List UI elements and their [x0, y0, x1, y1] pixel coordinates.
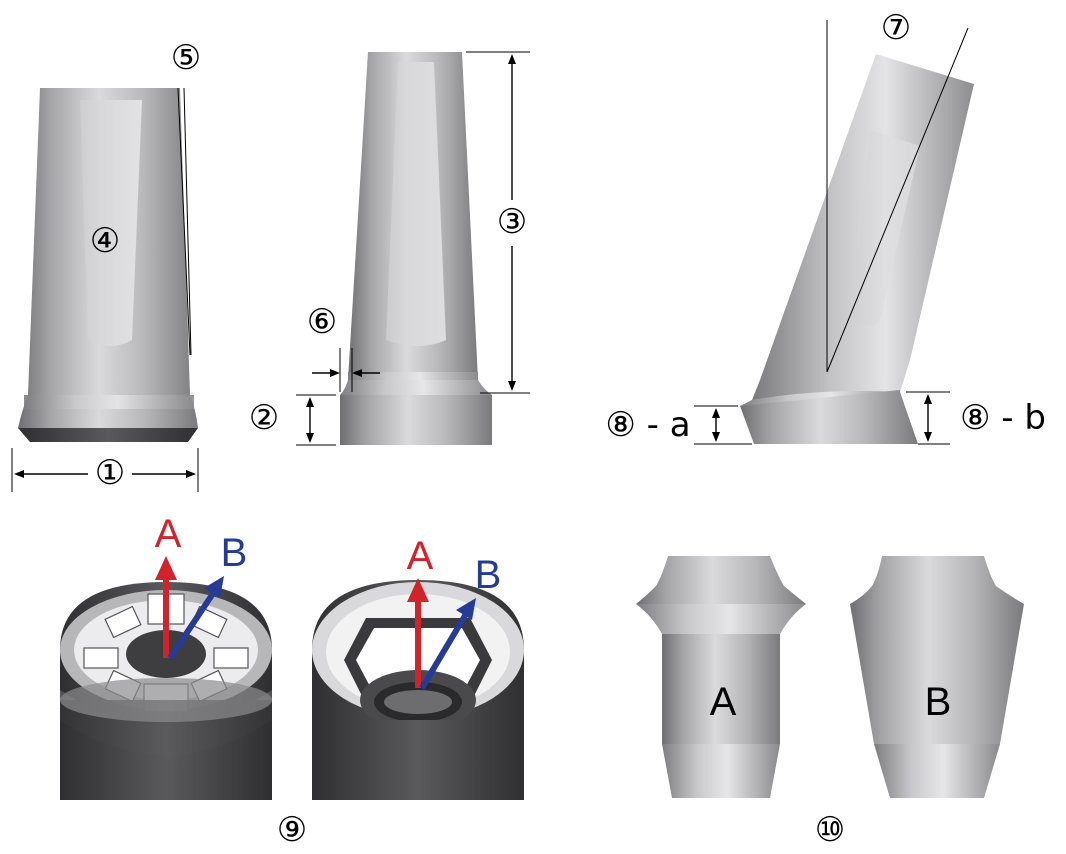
cuff-dimension — [296, 394, 336, 446]
abutment-side-view — [340, 52, 492, 445]
cuff-b-dimension — [906, 391, 950, 445]
height-dimension — [466, 51, 530, 394]
shoulder-dimension — [312, 348, 380, 392]
arrow-a-label: A — [155, 512, 182, 556]
flat-face-region — [80, 100, 142, 346]
cuff — [340, 395, 492, 445]
arrow-b-hex — [419, 612, 469, 690]
arrow-b — [167, 590, 217, 660]
arrow-b-hex-label: B — [475, 553, 502, 597]
angle-line — [826, 27, 969, 373]
width-dimension — [11, 448, 199, 492]
label-6: ⑥ — [307, 302, 337, 342]
label-8b: ⑧ - b — [960, 398, 1046, 438]
label-3: ③ — [497, 202, 527, 242]
shape-a — [636, 556, 806, 798]
abutment-front-view — [18, 88, 198, 442]
connection-bottom-view — [60, 582, 272, 800]
shape-b-label: B — [925, 680, 952, 724]
arrow-b-label: B — [221, 531, 248, 575]
label-1: ① — [95, 453, 125, 493]
label-10: ⑩ — [815, 810, 845, 850]
shape-b — [850, 556, 1024, 798]
label-5: ⑤ — [171, 38, 201, 78]
cuff-a-dimension — [694, 405, 752, 445]
arrow-a-hex-label: A — [407, 534, 434, 578]
label-2: ② — [249, 398, 279, 438]
label-4: ④ — [90, 221, 120, 261]
shape-a-label: A — [710, 680, 737, 724]
label-9: ⑨ — [277, 810, 307, 850]
angled-cuff — [740, 390, 918, 444]
taper-line — [183, 87, 192, 356]
angled-abutment — [740, 54, 974, 444]
margin-edge — [18, 428, 198, 442]
label-8a: ⑧ - a — [605, 405, 690, 445]
taper-line — [177, 87, 191, 356]
label-7: ⑦ — [881, 8, 911, 48]
